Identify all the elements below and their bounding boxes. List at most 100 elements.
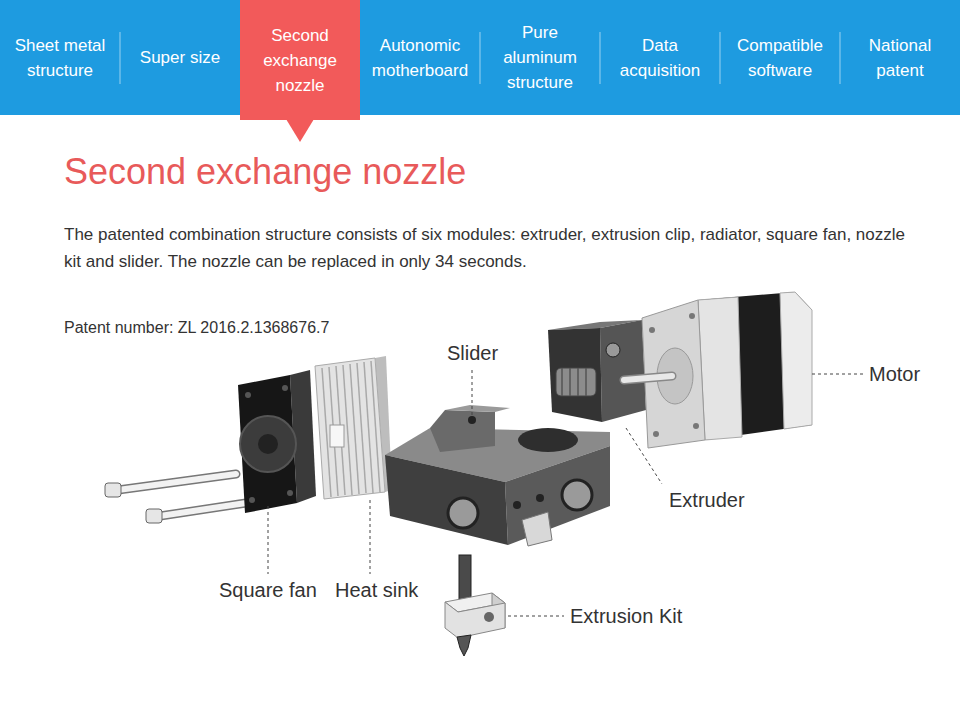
fan-hole xyxy=(245,392,251,398)
screw-head xyxy=(146,509,162,523)
page-title: Second exchange nozzle xyxy=(64,150,466,194)
screws xyxy=(105,474,246,523)
extrusion-kit-figure xyxy=(445,555,505,656)
motor-hole xyxy=(649,327,655,333)
motor-cap xyxy=(698,297,742,440)
tab-label: Pure aluminum structure xyxy=(486,20,594,95)
spring-coils xyxy=(562,368,586,396)
separator xyxy=(480,32,481,84)
nav-tab: Pure aluminum structure xyxy=(480,0,600,115)
label-text: Extruder xyxy=(669,488,745,512)
tab-label: Sheet metal structure xyxy=(6,33,114,83)
extruder-front xyxy=(548,328,602,422)
leader-lines xyxy=(268,370,863,616)
fin xyxy=(371,361,380,492)
fan-hole xyxy=(287,490,293,496)
tab-label: Super size xyxy=(140,45,220,70)
nav-tab: Data acquisition xyxy=(600,0,720,115)
extruder-bolt xyxy=(606,343,620,357)
heatsink-fins xyxy=(322,361,380,497)
nozzle-tip xyxy=(457,635,471,656)
nav-tab: Autonomic motherboard xyxy=(360,0,480,115)
motor-hole xyxy=(653,431,659,437)
extruder-right xyxy=(600,320,646,422)
heater-block xyxy=(445,602,505,638)
fan-hole xyxy=(282,385,288,391)
fan-hole xyxy=(249,497,255,503)
tab-label: Autonomic motherboard xyxy=(366,33,474,83)
coil xyxy=(569,368,571,396)
leader-line xyxy=(626,428,662,484)
coil xyxy=(585,368,587,396)
part-label: Motor xyxy=(869,362,920,386)
slider-boss xyxy=(430,410,495,452)
nav-tab: Sheet metal structure xyxy=(0,0,120,115)
leader-line xyxy=(370,500,371,574)
label-text: Heat sink xyxy=(335,578,418,602)
patent-number: Patent number: ZL 2016.2.1368676.7 xyxy=(64,317,564,339)
nav-tab: Second exchange nozzle xyxy=(240,0,360,120)
slider-figure xyxy=(385,405,610,546)
motor-cap xyxy=(780,292,812,429)
separator xyxy=(840,32,841,84)
slider-hole xyxy=(562,480,592,510)
leader-line xyxy=(472,370,473,416)
heater-hole xyxy=(484,612,494,622)
tab-label: Data acquisition xyxy=(606,33,714,83)
description: The patented combination structure consi… xyxy=(64,221,924,275)
extrusion-clip xyxy=(522,512,552,546)
fin xyxy=(350,364,359,494)
fan-hub xyxy=(240,416,296,472)
heatsink-slot xyxy=(330,425,344,447)
throat-tube xyxy=(459,555,471,600)
motor-figure xyxy=(624,292,812,448)
screw-shaft xyxy=(160,503,246,516)
part-label: Extrusion Kit xyxy=(570,604,682,628)
motor-hole xyxy=(689,313,695,319)
coil xyxy=(561,368,563,396)
nav-tab: National patent xyxy=(840,0,960,115)
leader-line xyxy=(812,374,863,375)
slider-hole xyxy=(468,416,476,424)
screw-shaft xyxy=(118,474,236,490)
label-text: The patented combination structure consi… xyxy=(64,221,924,275)
motor-shaft xyxy=(624,376,672,380)
tab-bar xyxy=(0,0,960,115)
label-text: Extrusion Kit xyxy=(570,604,682,628)
separator xyxy=(600,32,601,84)
slider-bore xyxy=(518,428,578,452)
fin xyxy=(357,363,366,493)
extruder-figure xyxy=(548,320,646,422)
screw-shaft xyxy=(118,474,236,490)
heatsink-front xyxy=(315,358,385,499)
nav-tab: Super size xyxy=(120,0,240,115)
part-label: Square fan xyxy=(219,578,317,602)
slider-hole xyxy=(448,498,478,528)
slider-front xyxy=(385,455,508,545)
slider-right xyxy=(505,446,610,545)
slider-hole xyxy=(536,494,544,502)
leader-line xyxy=(268,506,269,574)
tab-pointer xyxy=(286,119,314,142)
label-text: Square fan xyxy=(219,578,317,602)
title-text: Second exchange nozzle xyxy=(64,150,466,194)
nav-tab: Compatible software xyxy=(720,0,840,115)
part-label: Slider xyxy=(447,341,498,365)
tab-label: Second exchange nozzle xyxy=(246,23,354,98)
motor-shaft xyxy=(624,376,672,380)
extruder-spring xyxy=(556,368,596,396)
screw-shaft xyxy=(160,503,246,516)
tab-separators xyxy=(120,32,840,84)
label-text: Slider xyxy=(447,341,498,365)
part-label: Extruder xyxy=(669,488,745,512)
leader-line xyxy=(508,616,564,617)
separator xyxy=(120,32,121,84)
motor-body xyxy=(698,292,812,440)
tab-label: National patent xyxy=(846,33,954,83)
label-text: Motor xyxy=(869,362,920,386)
screw-head xyxy=(105,483,121,497)
fan-center xyxy=(258,434,278,454)
slider-boss-top xyxy=(445,405,510,412)
separator xyxy=(720,32,721,84)
